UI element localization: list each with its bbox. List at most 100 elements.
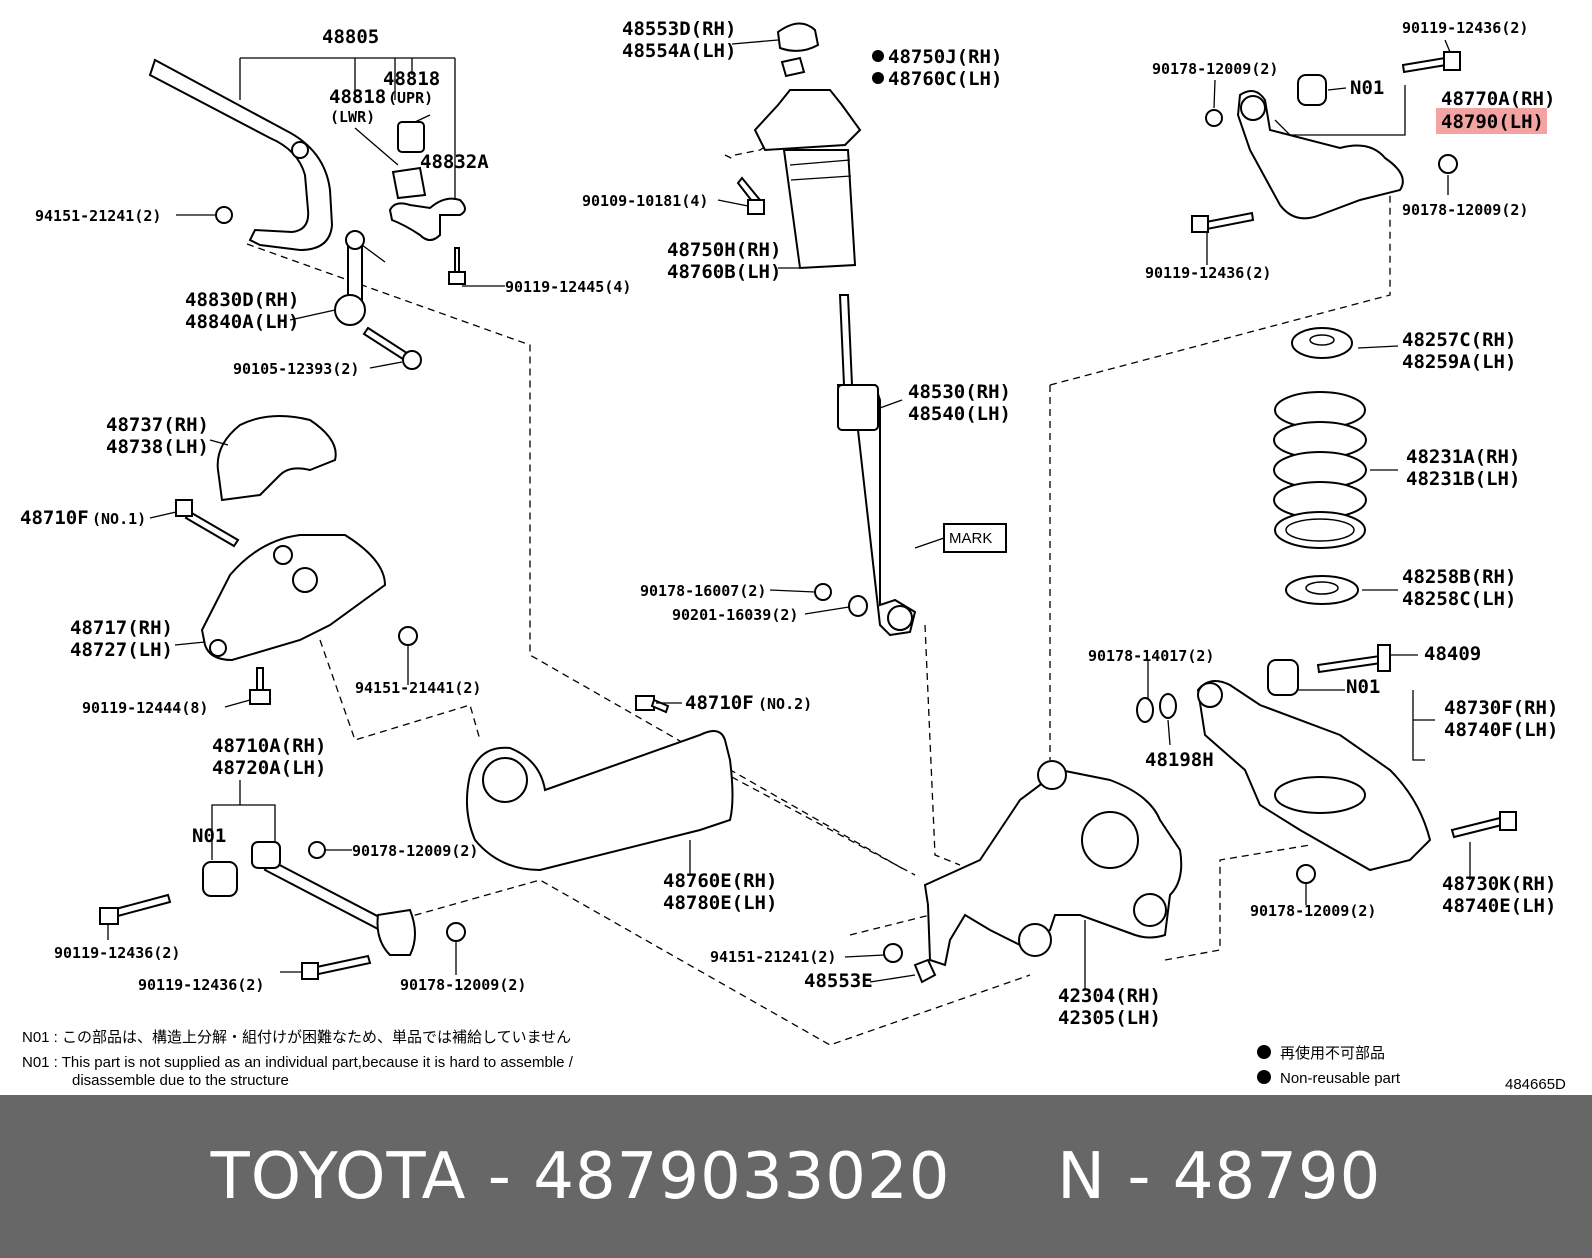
stabilizer-bush-upper bbox=[397, 121, 425, 153]
mark-leader bbox=[914, 537, 945, 549]
label-nut-lower: 90178-14017(2) bbox=[1088, 647, 1214, 665]
upper-spring-seat bbox=[1291, 327, 1353, 359]
lower-bolt-2-head bbox=[1499, 811, 1517, 831]
mount-hole bbox=[209, 639, 227, 657]
upper-bolt bbox=[1204, 211, 1255, 231]
legend-dot bbox=[1257, 1070, 1271, 1084]
shock-nut bbox=[814, 583, 832, 601]
label-mount-rh: 48717(RH) bbox=[70, 617, 173, 639]
legend-jp: 再使用不可部品 bbox=[1280, 1045, 1385, 1062]
dash-line bbox=[699, 759, 916, 876]
footer-bar: TOYOTA - 4879033020 N - 48790 bbox=[0, 1095, 1592, 1258]
label-bolt-arm-a1: 90119-12436(2) bbox=[54, 944, 180, 962]
label-knuckle-lh: 42305(LH) bbox=[1058, 1007, 1161, 1029]
label-trailing-lh: 48780E(LH) bbox=[663, 892, 777, 914]
label-knuckle-rh: 42304(RH) bbox=[1058, 985, 1161, 1007]
top-bolt-head bbox=[747, 199, 765, 215]
label-bolt-upper-b: 90119-12436(2) bbox=[1145, 264, 1271, 282]
label-cover-rh: 48737(RH) bbox=[106, 414, 209, 436]
suspension-cover bbox=[216, 415, 337, 502]
label-nut-shock: 90178-16007(2) bbox=[640, 582, 766, 600]
label-cap-rh: 48553D(RH) bbox=[622, 18, 736, 40]
label-nut-stab: 94151-21241(2) bbox=[35, 207, 161, 225]
lateral-arm-end bbox=[376, 908, 416, 956]
exploded-view: 48805 48818 (UPR) 48818 (LWR) 48832A 941… bbox=[20, 18, 1566, 1093]
label-bolt-no1: 48710F bbox=[20, 507, 89, 529]
top-nut bbox=[780, 56, 806, 78]
label-bush-lwr: 48818 bbox=[329, 86, 386, 108]
label-n01-left: N01 bbox=[192, 825, 226, 847]
stabilizer-bush-mark bbox=[291, 141, 309, 159]
note-n01-en-1: N01 : This part is not supplied as an in… bbox=[22, 1054, 574, 1071]
label-arm-a-lh: 48720A(LH) bbox=[212, 757, 326, 779]
arm-bolt-head bbox=[301, 962, 319, 980]
mount-bolt-head bbox=[249, 689, 271, 705]
label-link-rh: 48830D(RH) bbox=[185, 289, 299, 311]
upper-mount bbox=[753, 89, 862, 152]
parts-diagram: 48805 48818 (UPR) 48818 (LWR) 48832A 941… bbox=[20, 18, 1567, 1093]
non-reusable-dot bbox=[872, 50, 884, 62]
trailing-bolt bbox=[635, 695, 655, 711]
arm-bolt bbox=[310, 954, 372, 977]
n01-bushing bbox=[202, 861, 238, 897]
lateral-arm bbox=[263, 858, 387, 932]
label-nut-upper-b: 90178-12009(2) bbox=[1402, 201, 1528, 219]
knuckle-hub bbox=[1081, 811, 1139, 869]
dash-line bbox=[246, 243, 906, 871]
lower-arm-eye bbox=[1197, 682, 1223, 708]
lower-bolt-2 bbox=[1450, 816, 1504, 839]
trailing-arm bbox=[466, 730, 734, 872]
label-lower-lh: 48740F(LH) bbox=[1444, 719, 1558, 741]
label-bolt-no1-sub: (NO.1) bbox=[92, 510, 146, 528]
label-bolt-no2: 48710F bbox=[685, 692, 754, 714]
trailing-arm-bush bbox=[482, 757, 528, 803]
dash-line bbox=[924, 624, 961, 866]
label-nut-knuckle: 94151-21241(2) bbox=[710, 948, 836, 966]
knuckle-nut bbox=[883, 943, 903, 963]
label-bush-lwr-sub: (LWR) bbox=[330, 108, 375, 126]
lower-seat-hole bbox=[1305, 581, 1339, 595]
link-bolt-head bbox=[402, 350, 422, 370]
bracket-bolt-head bbox=[448, 271, 466, 285]
label-cap-lh: 48554A(LH) bbox=[622, 40, 736, 62]
label-trailing-rh: 48760E(RH) bbox=[663, 870, 777, 892]
non-reusable-dot bbox=[872, 72, 884, 84]
lateral-arm-bush bbox=[251, 841, 281, 869]
label-mount-lh: 48727(LH) bbox=[70, 639, 173, 661]
label-nut-arm-a: 90178-12009(2) bbox=[352, 842, 478, 860]
label-lseat-lh: 48258C(LH) bbox=[1402, 588, 1516, 610]
upper-bolt bbox=[1401, 56, 1448, 74]
knuckle-nut-e bbox=[913, 958, 937, 984]
label-upper-rh: 48770A(RH) bbox=[1441, 88, 1555, 110]
shock-rod bbox=[838, 294, 854, 386]
label-seat-rh: 48257C(RH) bbox=[1402, 329, 1516, 351]
knuckle-bush bbox=[1133, 893, 1167, 927]
shock-top bbox=[837, 384, 879, 431]
arm-bolt-head bbox=[99, 907, 119, 925]
label-bolt-lower2-lh: 48740E(LH) bbox=[1442, 895, 1556, 917]
label-link-lh: 48840A(LH) bbox=[185, 311, 299, 333]
coil-spring bbox=[1273, 391, 1367, 549]
dash-line bbox=[319, 639, 481, 741]
knuckle-bush bbox=[1018, 923, 1052, 957]
label-nut-top-rh: 48750J(RH) bbox=[888, 46, 1002, 68]
dash-line bbox=[379, 879, 1031, 1046]
suspension-mount bbox=[200, 534, 387, 662]
label-bolt-arm-a2: 90119-12436(2) bbox=[138, 976, 264, 994]
label-lseat-rh: 48258B(RH) bbox=[1402, 566, 1516, 588]
label-nut-arm-a2: 90178-12009(2) bbox=[400, 976, 526, 994]
label-washer-lower: 48198H bbox=[1145, 749, 1214, 771]
label-bolt-top: 90109-10181(4) bbox=[582, 192, 708, 210]
label-nut-top-lh: 48760C(LH) bbox=[888, 68, 1002, 90]
label-n01-lower: N01 bbox=[1346, 676, 1380, 698]
label-nut-upper-a: 90178-12009(2) bbox=[1152, 60, 1278, 78]
label-boot-lh: 48760B(LH) bbox=[667, 261, 781, 283]
label-n01-upper: N01 bbox=[1350, 77, 1384, 99]
label-bush-upr-sub: (UPR) bbox=[388, 89, 433, 107]
label-cover-lh: 48738(LH) bbox=[106, 436, 209, 458]
mount-bolt bbox=[256, 667, 264, 691]
dust-boot-ring bbox=[789, 159, 852, 181]
label-shock-lh: 48540(LH) bbox=[908, 403, 1011, 425]
dash-line bbox=[1164, 844, 1311, 961]
bolt-no1-head bbox=[175, 499, 193, 517]
